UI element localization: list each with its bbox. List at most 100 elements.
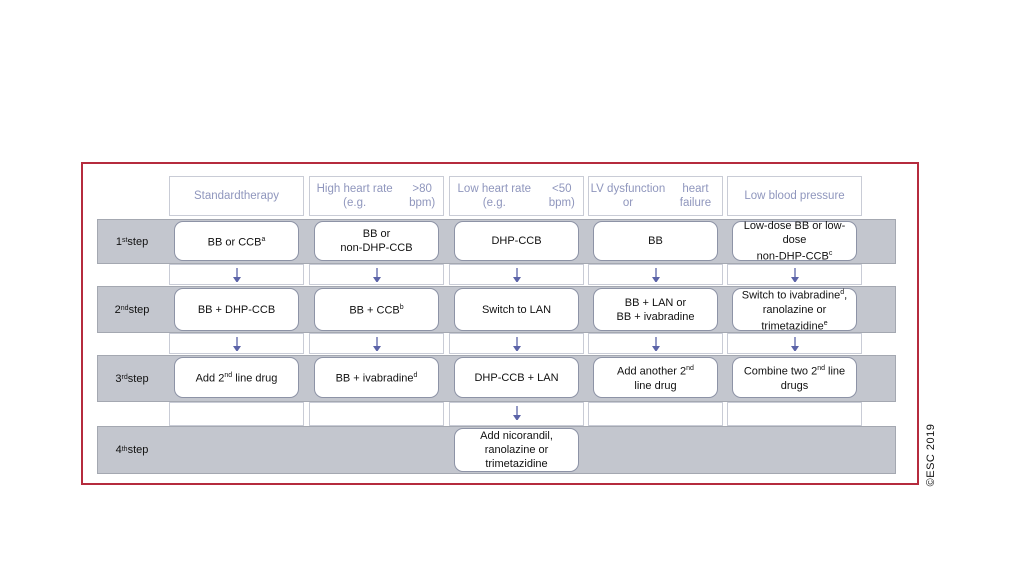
column-header: LV dysfunction or heart failure — [588, 176, 723, 216]
cell-text: line — [824, 365, 846, 378]
copyright-text: ©ESC 2019 — [925, 423, 937, 487]
column-header-line: Low heart rate (e.g. — [457, 183, 532, 209]
column-header-line: LV dysfunction or — [590, 183, 666, 209]
column-header: Low blood pressure — [727, 176, 862, 216]
column-outline — [588, 402, 723, 426]
column-outline — [449, 176, 584, 216]
cell-text: Add nicorandil, — [480, 430, 553, 442]
cell-text: trimetazidine — [485, 458, 548, 470]
column-outline — [169, 176, 304, 216]
column-outline — [727, 402, 862, 426]
cell-text: trimetazidine — [761, 320, 824, 333]
step-ordinal: th — [121, 445, 128, 453]
down-arrow-icon — [651, 337, 660, 351]
step-number: 3 — [115, 372, 122, 385]
treatment-option: Add nicorandil, ranolazine or trimetazidin… — [454, 428, 579, 472]
column-header-line: heart failure — [679, 183, 712, 209]
cell-text: non-DHP-CCB — [340, 242, 413, 254]
down-arrow-icon — [232, 337, 241, 351]
cell-text: line drug — [634, 379, 677, 392]
footnote-marker: nd — [686, 365, 694, 373]
cell-text: Add 2 — [195, 372, 225, 385]
treatment-option: Switch to ivabradined, ranolazine or trime… — [732, 288, 857, 333]
treatment-option: BB or non-DHP-CCB — [314, 221, 439, 261]
cell-text: non-DHP-CCB — [756, 250, 829, 263]
step-word: step — [127, 372, 149, 385]
column-header-line: <50 bpm) — [548, 183, 575, 209]
footnote-marker: d — [840, 288, 845, 296]
column-header-line: High heart rate (e.g. — [316, 183, 393, 209]
column-header: High heart rate (e.g. >80 bpm) — [309, 176, 444, 216]
down-arrow-icon — [651, 268, 660, 282]
cell-text: ranolazine or — [484, 444, 549, 456]
treatment-option: DHP-CCB — [454, 221, 579, 261]
column-header-line: therapy — [240, 190, 280, 202]
footnote-marker: e — [823, 319, 828, 327]
step-ordinal: rd — [121, 374, 128, 381]
footnote-marker: b — [399, 304, 404, 312]
column-outline — [169, 402, 304, 426]
down-arrow-icon — [790, 268, 799, 282]
down-arrow-icon — [512, 337, 521, 351]
treatment-option: BB + CCBb — [314, 288, 439, 331]
down-arrow-icon — [372, 268, 381, 282]
cell-text: BB + ivabradine — [335, 372, 414, 385]
down-arrow-icon — [790, 337, 799, 351]
column-header-line: >80 bpm) — [409, 183, 436, 209]
cell-text: Switch to LAN — [481, 303, 552, 316]
column-header-line: Low blood pressure — [744, 190, 845, 202]
cell-text: BB + CCB — [349, 304, 400, 317]
column-outline — [309, 176, 444, 216]
treatment-option: BB or CCBa — [174, 221, 299, 261]
footnote-marker: a — [261, 235, 266, 243]
footnote-marker: c — [828, 249, 833, 257]
step-number: 1 — [115, 235, 122, 248]
step-number: 2 — [114, 303, 121, 316]
copyright-notice: ©ESC 2019 — [922, 420, 940, 490]
treatment-option: BB + ivabradined — [314, 357, 439, 398]
footnote-marker: nd — [817, 365, 825, 373]
cell-text: , — [844, 289, 848, 302]
cell-text: BB — [648, 235, 663, 247]
treatment-option: Add another 2nd line drug — [593, 357, 718, 398]
step-word: step — [128, 303, 150, 316]
treatment-option: BB + DHP-CCB — [174, 288, 299, 331]
cell-text: Switch to ivabradine — [741, 289, 841, 302]
down-arrow-icon — [512, 406, 521, 420]
step-word: step — [127, 444, 149, 456]
column-outline — [588, 176, 723, 216]
treatment-option: Add 2nd line drug — [174, 357, 299, 398]
cell-text: DHP-CCB — [491, 235, 542, 247]
cell-text: BB + ivabradine — [616, 310, 695, 323]
step-ordinal: st — [121, 237, 128, 244]
figure-frame — [81, 162, 919, 485]
column-outline — [309, 402, 444, 426]
cell-text: line drug — [232, 372, 278, 385]
cell-text: ranolazine or — [762, 303, 827, 316]
treatment-option: Switch to LAN — [454, 288, 579, 331]
column-outline — [727, 176, 862, 216]
treatment-option: DHP-CCB + LAN — [454, 357, 579, 398]
cell-text: BB or — [362, 228, 391, 240]
cell-text: BB or CCB — [207, 236, 262, 249]
treatment-option: BB — [593, 221, 718, 261]
down-arrow-icon — [372, 337, 381, 351]
footnote-marker: d — [413, 372, 418, 380]
step-number: 4 — [115, 444, 122, 456]
cell-text: BB + LAN or — [624, 296, 687, 309]
down-arrow-icon — [512, 268, 521, 282]
cell-text: Add another 2 — [617, 365, 687, 378]
treatment-option: Combine two 2nd line drugs — [732, 357, 857, 398]
footnote-marker: nd — [224, 372, 233, 380]
cell-text: Combine two 2 — [743, 365, 818, 378]
column-header: Low heart rate (e.g. <50 bpm) — [449, 176, 584, 216]
column-header-line: Standard — [193, 190, 241, 202]
cell-text: drugs — [780, 379, 809, 392]
